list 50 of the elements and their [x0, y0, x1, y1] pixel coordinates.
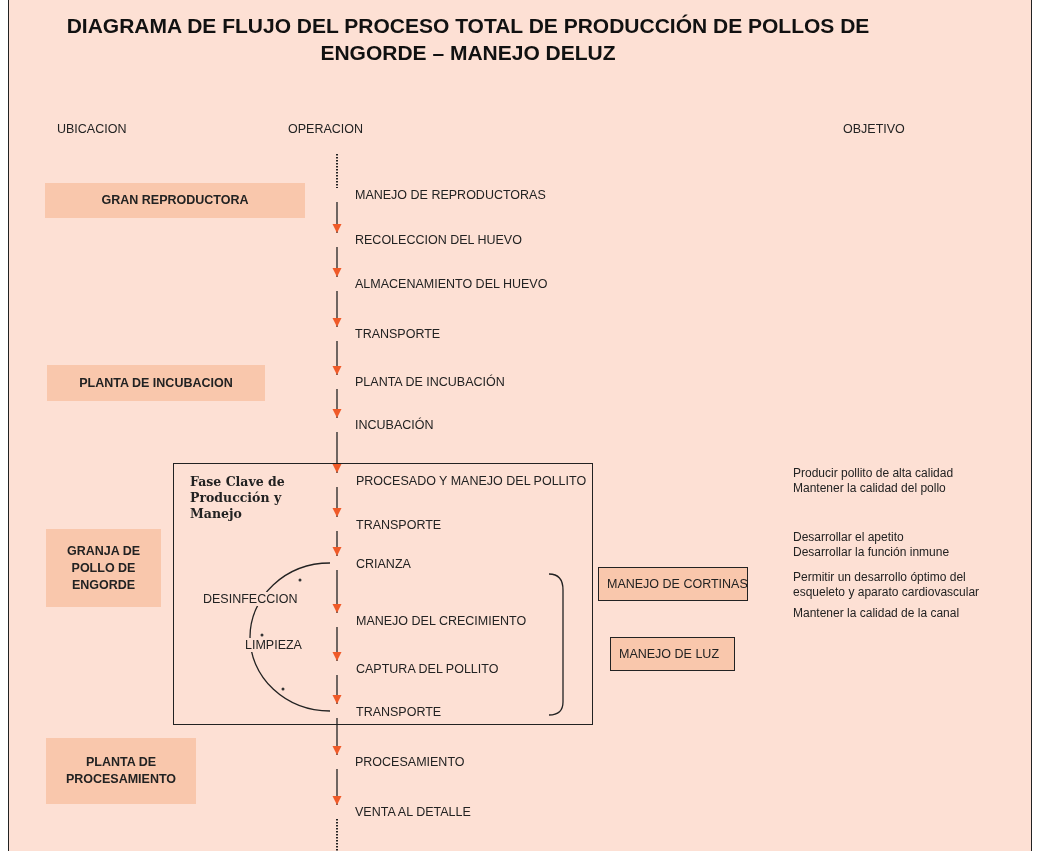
operation-label: CAPTURA DEL POLLITO — [331, 662, 499, 676]
objective-text: Desarrollar la función inmune — [793, 545, 951, 560]
step-label: DESINFECCION — [203, 592, 298, 606]
objective-text: Mantener la calidad del pollo — [793, 481, 947, 496]
dotted-line — [336, 153, 338, 189]
phase-title: Fase Clave de Producción y Manejo — [190, 474, 286, 522]
objective-text: Permitir un desarrollo óptimo del esqueleto y aparato cardiovascular — [793, 570, 981, 600]
key-phase-frame — [173, 463, 593, 725]
operation-label: ALMACENAMIENTO DEL HUEVO — [330, 277, 548, 291]
location-box: PLANTA DE INCUBACION — [47, 365, 265, 401]
arrow — [332, 530, 342, 557]
arrow — [332, 340, 342, 376]
location-box: GRAN REPRODUCTORA — [45, 183, 305, 218]
objective-text: Producir pollito de alta calidad — [793, 466, 955, 481]
operation-label: TRANSPORTE — [330, 327, 441, 341]
operation-label: PROCESADO Y MANEJO DEL POLLITO — [331, 474, 587, 488]
objective-text: Mantener la calidad de la canal — [793, 606, 961, 621]
dotted-line — [336, 818, 338, 852]
arrow — [332, 717, 342, 756]
column-header: OPERACION — [288, 122, 363, 136]
management-box: MANEJO DE LUZ — [610, 637, 735, 671]
operation-label: TRANSPORTE — [331, 518, 442, 532]
arrow — [332, 290, 342, 328]
arrow — [332, 768, 342, 806]
operation-label: TRANSPORTE — [331, 705, 442, 719]
management-box: MANEJO DE CORTINAS — [598, 567, 748, 601]
objective-text: Desarrollar el apetito — [793, 530, 905, 545]
operation-label: PLANTA DE INCUBACIÓN — [330, 375, 505, 389]
arrow — [332, 246, 342, 278]
arrow — [332, 674, 342, 705]
operation-label: PROCESAMIENTO — [330, 755, 465, 769]
arrow — [332, 569, 342, 614]
arrow — [332, 201, 342, 234]
operation-label: VENTA AL DETALLE — [330, 805, 471, 819]
step-label: LIMPIEZA — [245, 638, 302, 652]
cycle-arc — [249, 562, 331, 712]
arrow — [332, 626, 342, 662]
arrow — [332, 388, 342, 419]
location-box: GRANJA DE POLLO DE ENGORDE — [46, 529, 161, 607]
operation-label: RECOLECCION DEL HUEVO — [330, 233, 522, 247]
title: DIAGRAMA DE FLUJO DEL PROCESO TOTAL DE PRODUCCIÓN DE POLLOS DE ENGORDE – MANEJO DELUZ — [65, 13, 871, 66]
operation-label: INCUBACIÓN — [330, 418, 434, 432]
arrow — [332, 431, 342, 474]
column-header: UBICACION — [57, 122, 127, 136]
arrow — [332, 486, 342, 518]
operation-label: MANEJO DEL CRECIMIENTO — [331, 614, 527, 628]
column-header: OBJETIVO — [843, 122, 905, 136]
operation-label: CRIANZA — [331, 557, 411, 571]
location-box: PLANTA DE PROCESAMIENTO — [46, 738, 196, 804]
operation-label: MANEJO DE REPRODUCTORAS — [330, 188, 546, 202]
